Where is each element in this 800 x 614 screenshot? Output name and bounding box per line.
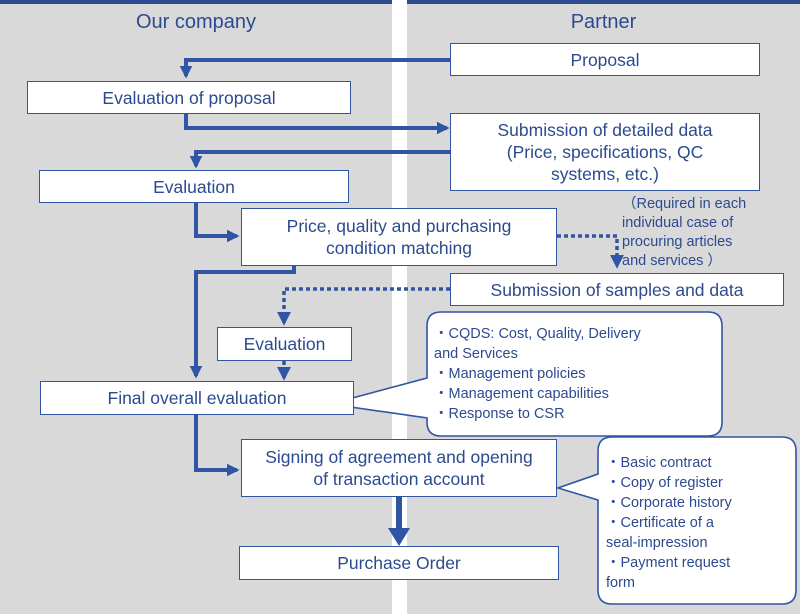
arrow-final-to-signing	[194, 415, 240, 477]
column-header-partner: Partner	[570, 10, 637, 33]
arrow-matching-to-final	[189, 266, 296, 379]
note-required-each-case: （Required in each individual case of pro…	[622, 196, 747, 269]
arrow-proposal-to-evaluation	[179, 58, 450, 79]
callout-bubble-evaluation	[329, 311, 723, 437]
box-submission-detailed-data: Submission of detailed data (Price, spec…	[450, 113, 760, 191]
column-top-line	[407, 0, 800, 4]
callout-evaluation-criteria: ・CQDS: Cost, Quality, Delivery and Servi…	[434, 326, 641, 422]
arrow-matching-to-samples	[557, 234, 624, 269]
box-price-quality-matching: Price, quality and purchasing condition …	[241, 208, 557, 266]
column-header-our-company: Our company	[135, 10, 257, 33]
box-submission-samples-data: Submission of samples and data	[450, 273, 784, 306]
box-proposal: Proposal	[450, 43, 760, 76]
arrowhead-purchase-order	[388, 528, 410, 546]
callout-bubble-documents	[555, 436, 797, 605]
arrow-evaluation-to-matching	[194, 203, 240, 243]
callout-required-documents: ・Basic contract ・Copy of register ・Corpo…	[606, 455, 732, 591]
box-evaluation-of-proposal: Evaluation of proposal	[27, 81, 351, 114]
arrow-submission-to-evaluation	[189, 150, 450, 169]
box-evaluation: Evaluation	[39, 170, 349, 203]
box-signing-agreement: Signing of agreement and opening of tran…	[241, 439, 557, 497]
box-purchase-order: Purchase Order	[239, 546, 559, 580]
arrow-evaluation-to-submission	[184, 114, 450, 135]
box-evaluation-samples: Evaluation	[217, 327, 352, 361]
arrow-samples-to-evaluation	[277, 287, 450, 326]
box-final-overall-evaluation: Final overall evaluation	[40, 381, 354, 415]
column-top-line	[0, 0, 392, 4]
